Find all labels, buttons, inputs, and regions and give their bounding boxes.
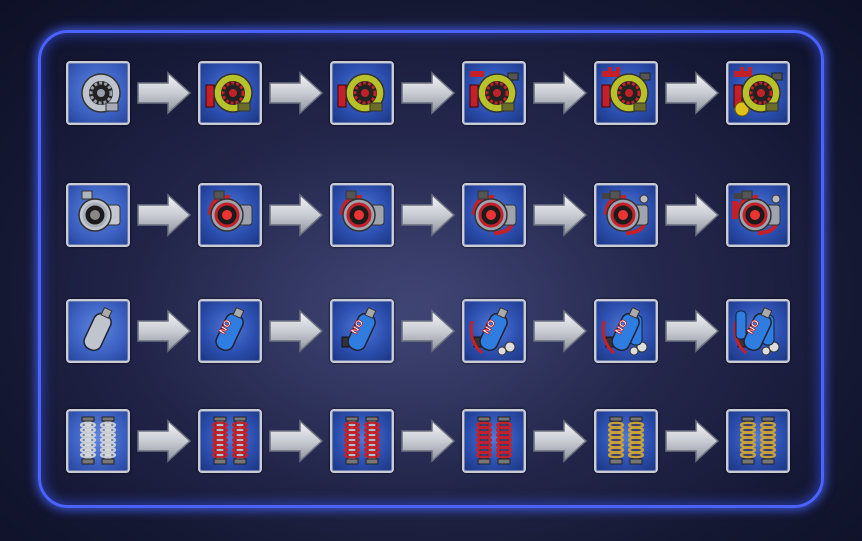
suspension-tier-2-tile[interactable] <box>330 409 394 473</box>
right-arrow-icon <box>269 309 324 353</box>
right-arrow-icon <box>137 309 192 353</box>
suspension-upgrade-row <box>66 409 790 473</box>
supercharger-tier-1-tile[interactable] <box>198 183 262 247</box>
turbo-tier-2-tile[interactable] <box>330 61 394 125</box>
right-arrow-icon <box>401 309 456 353</box>
supercharger-tier-0-tile[interactable] <box>66 183 130 247</box>
right-arrow-icon <box>665 71 720 115</box>
suspension-tier-4-tile[interactable] <box>594 409 658 473</box>
suspension-tier-0-tile[interactable] <box>66 409 130 473</box>
upgrade-arrow <box>526 409 594 473</box>
nitro-tier-5-tile[interactable]: NO <box>726 299 790 363</box>
right-arrow-icon <box>533 71 588 115</box>
upgrade-arrow <box>130 61 198 125</box>
upgrade-arrow <box>394 183 462 247</box>
nitro-tier-3-tile[interactable]: NO <box>462 299 526 363</box>
upgrade-arrow <box>394 61 462 125</box>
right-arrow-icon <box>401 193 456 237</box>
upgrade-arrow <box>658 409 726 473</box>
upgrade-arrow <box>262 299 330 363</box>
upgrade-arrow <box>394 299 462 363</box>
supercharger-upgrade-row <box>66 183 790 247</box>
right-arrow-icon <box>137 71 192 115</box>
suspension-tier-3-tile[interactable] <box>462 409 526 473</box>
right-arrow-icon <box>401 419 456 463</box>
upgrade-arrow <box>130 409 198 473</box>
upgrade-arrow <box>526 299 594 363</box>
upgrade-arrow <box>658 183 726 247</box>
supercharger-tier-3-tile[interactable] <box>462 183 526 247</box>
upgrade-arrow <box>526 183 594 247</box>
turbo-tier-5-tile[interactable] <box>726 61 790 125</box>
right-arrow-icon <box>269 419 324 463</box>
supercharger-tier-5-tile[interactable] <box>726 183 790 247</box>
suspension-tier-1-tile[interactable] <box>198 409 262 473</box>
turbo-tier-4-tile[interactable] <box>594 61 658 125</box>
upgrade-arrow <box>130 299 198 363</box>
right-arrow-icon <box>533 193 588 237</box>
upgrade-arrow <box>262 183 330 247</box>
right-arrow-icon <box>665 193 720 237</box>
upgrade-arrow <box>130 183 198 247</box>
turbo-tier-0-tile[interactable] <box>66 61 130 125</box>
upgrade-arrow <box>262 409 330 473</box>
upgrade-arrow <box>658 61 726 125</box>
right-arrow-icon <box>665 419 720 463</box>
turbo-tier-1-tile[interactable] <box>198 61 262 125</box>
suspension-tier-5-tile[interactable] <box>726 409 790 473</box>
upgrade-arrow <box>262 61 330 125</box>
nitro-tier-1-tile[interactable]: NO <box>198 299 262 363</box>
turbo-upgrade-row <box>66 61 790 125</box>
nitro-upgrade-row: NO NO NO NO <box>66 299 790 363</box>
turbo-tier-3-tile[interactable] <box>462 61 526 125</box>
right-arrow-icon <box>533 309 588 353</box>
nitro-tier-4-tile[interactable]: NO <box>594 299 658 363</box>
upgrade-arrow <box>394 409 462 473</box>
right-arrow-icon <box>137 193 192 237</box>
right-arrow-icon <box>401 71 456 115</box>
supercharger-tier-4-tile[interactable] <box>594 183 658 247</box>
supercharger-tier-2-tile[interactable] <box>330 183 394 247</box>
right-arrow-icon <box>269 71 324 115</box>
upgrade-arrow <box>526 61 594 125</box>
right-arrow-icon <box>269 193 324 237</box>
right-arrow-icon <box>533 419 588 463</box>
nitro-tier-0-tile[interactable] <box>66 299 130 363</box>
right-arrow-icon <box>665 309 720 353</box>
right-arrow-icon <box>137 419 192 463</box>
nitro-tier-2-tile[interactable]: NO <box>330 299 394 363</box>
upgrade-arrow <box>658 299 726 363</box>
